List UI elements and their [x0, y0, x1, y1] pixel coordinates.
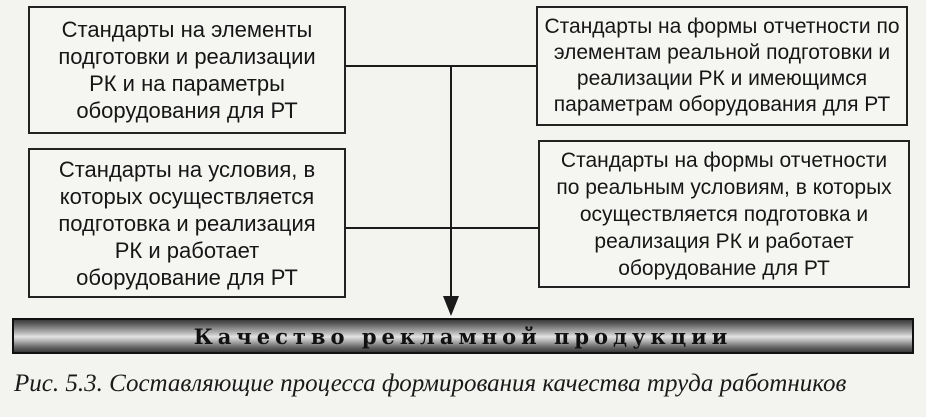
quality-result-label: Качество рекламной продукции: [193, 323, 733, 349]
box-element-standards: Стандарты на элементы подготовки и реали…: [28, 6, 346, 134]
box-reporting-standards-elements: Стандарты на формы отчетности по элемент…: [536, 6, 908, 126]
arrow-head: [443, 296, 459, 316]
quality-result-bar: Качество рекламной продукции: [12, 318, 914, 354]
box-reporting-standards-conditions: Стандарты на формы отчетности по реальны…: [538, 140, 910, 288]
figure-caption: Рис. 5.3. Составляющие процесса формиров…: [14, 370, 847, 397]
box-conditions-standards: Стандарты на условия, в которых осуществ…: [28, 148, 346, 298]
